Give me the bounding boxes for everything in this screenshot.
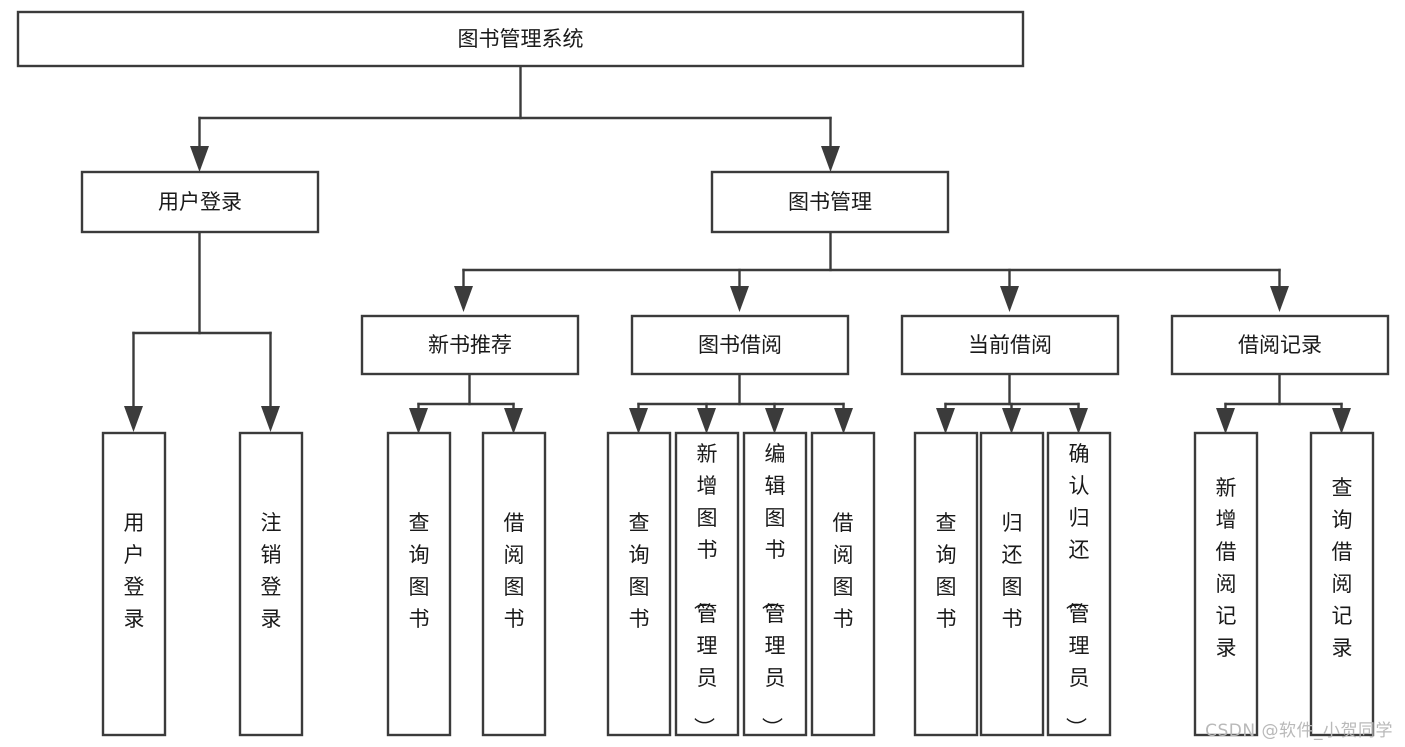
node-leaf-return-book-box[interactable] <box>979 431 1045 737</box>
node-leaf-add-book-label: 新增图书（管理员） <box>692 442 718 738</box>
node-leaf-borrow-book-new-label: 借阅图书 <box>504 511 525 631</box>
node-newbook-box[interactable] <box>360 314 580 376</box>
node-leaf-confirm-return[interactable]: 确认归还（管理员） <box>1046 431 1112 738</box>
connector-layer <box>124 64 1351 434</box>
node-leaf-borrow-book-label: 借阅图书 <box>833 511 854 631</box>
node-leaf-user-login-label: 用户登录 <box>124 511 145 631</box>
node-current[interactable]: 当前借阅 <box>900 314 1120 376</box>
arrow-head-leaf-query-book-new <box>409 408 428 434</box>
node-login-label: 用户登录 <box>158 190 242 214</box>
node-leaf-add-record-box[interactable] <box>1193 431 1259 737</box>
csdn-watermark: CSDN @软件_小贺同学 <box>1205 721 1393 741</box>
node-leaf-add-record[interactable]: 新增借阅记录 <box>1193 431 1259 737</box>
node-bookmgmt-label: 图书管理 <box>788 190 872 214</box>
arrow-head-leaf-query-record <box>1332 408 1351 434</box>
node-newbook[interactable]: 新书推荐 <box>360 314 580 376</box>
arrow-head-leaf-return-book <box>1002 408 1021 434</box>
arrow-head-current <box>1000 286 1019 312</box>
node-bookmgmt-box[interactable] <box>710 170 950 234</box>
node-leaf-query-book-current-label: 查询图书 <box>936 511 957 631</box>
arrow-head-leaf-borrow-book <box>834 408 853 434</box>
arrow-head-leaf-add-book <box>697 408 716 434</box>
node-leaf-confirm-return-box[interactable] <box>1046 431 1112 737</box>
node-leaf-query-record[interactable]: 查询借阅记录 <box>1309 431 1375 737</box>
node-leaf-query-book-new[interactable]: 查询图书 <box>386 431 452 737</box>
node-current-label: 当前借阅 <box>968 333 1052 357</box>
arrow-head-login <box>190 146 209 172</box>
node-leaf-query-book-current-box[interactable] <box>913 431 979 737</box>
node-leaf-query-book-new-label: 查询图书 <box>409 511 430 631</box>
node-current-box[interactable] <box>900 314 1120 376</box>
node-leaf-query-book-borrow-box[interactable] <box>606 431 672 737</box>
node-leaf-add-book[interactable]: 新增图书（管理员） <box>674 431 740 738</box>
node-root-box[interactable] <box>16 10 1025 68</box>
arrow-head-records <box>1270 286 1289 312</box>
node-leaf-user-login-box[interactable] <box>101 431 167 737</box>
node-leaf-query-book-current[interactable]: 查询图书 <box>913 431 979 737</box>
node-borrow-label: 图书借阅 <box>698 333 782 357</box>
node-borrow-box[interactable] <box>630 314 850 376</box>
node-leaf-add-record-label: 新增借阅记录 <box>1216 476 1237 660</box>
node-login-box[interactable] <box>80 170 320 234</box>
node-leaf-borrow-book[interactable]: 借阅图书 <box>810 431 876 737</box>
node-leaf-query-record-box[interactable] <box>1309 431 1375 737</box>
node-leaf-user-logout[interactable]: 注销登录 <box>238 431 304 737</box>
arrow-head-leaf-borrow-book-new <box>504 408 523 434</box>
arrow-head-leaf-edit-book <box>765 408 784 434</box>
node-leaf-return-book-label: 归还图书 <box>1002 511 1023 631</box>
arrow-head-newbook <box>454 286 473 312</box>
node-newbook-label: 新书推荐 <box>428 333 512 357</box>
arrow-head-bookmgmt <box>821 146 840 172</box>
node-records-label: 借阅记录 <box>1238 333 1322 357</box>
node-leaf-query-record-label: 查询借阅记录 <box>1332 476 1353 660</box>
node-leaf-borrow-book-new[interactable]: 借阅图书 <box>481 431 547 737</box>
node-bookmgmt[interactable]: 图书管理 <box>710 170 950 234</box>
node-leaf-add-book-box[interactable] <box>674 431 740 737</box>
node-login[interactable]: 用户登录 <box>80 170 320 234</box>
node-leaf-borrow-book-new-box[interactable] <box>481 431 547 737</box>
arrow-head-leaf-query-book-current <box>936 408 955 434</box>
node-leaf-confirm-return-label: 确认归还（管理员） <box>1064 442 1090 738</box>
node-leaf-return-book[interactable]: 归还图书 <box>979 431 1045 737</box>
arrow-head-leaf-add-record <box>1216 408 1235 434</box>
node-borrow[interactable]: 图书借阅 <box>630 314 850 376</box>
node-root-label: 图书管理系统 <box>458 27 584 51</box>
node-leaf-edit-book-label: 编辑图书（管理员） <box>760 442 786 738</box>
node-leaf-edit-book[interactable]: 编辑图书（管理员） <box>742 431 808 738</box>
node-leaf-user-login[interactable]: 用户登录 <box>101 431 167 737</box>
node-records[interactable]: 借阅记录 <box>1170 314 1390 376</box>
arrow-head-leaf-confirm-return <box>1069 408 1088 434</box>
arrow-head-borrow <box>730 286 749 312</box>
node-leaf-user-logout-box[interactable] <box>238 431 304 737</box>
node-leaf-query-book-borrow[interactable]: 查询图书 <box>606 431 672 737</box>
node-leaf-user-logout-label: 注销登录 <box>261 511 282 631</box>
node-leaf-query-book-borrow-label: 查询图书 <box>629 511 650 631</box>
node-leaf-query-book-new-box[interactable] <box>386 431 452 737</box>
node-leaf-edit-book-box[interactable] <box>742 431 808 737</box>
arrow-head-leaf-user-logout <box>261 406 280 432</box>
node-root[interactable]: 图书管理系统 <box>16 10 1025 68</box>
node-leaf-borrow-book-box[interactable] <box>810 431 876 737</box>
arrow-head-leaf-user-login <box>124 406 143 432</box>
node-records-box[interactable] <box>1170 314 1390 376</box>
arrow-head-leaf-query-book-borrow <box>629 408 648 434</box>
